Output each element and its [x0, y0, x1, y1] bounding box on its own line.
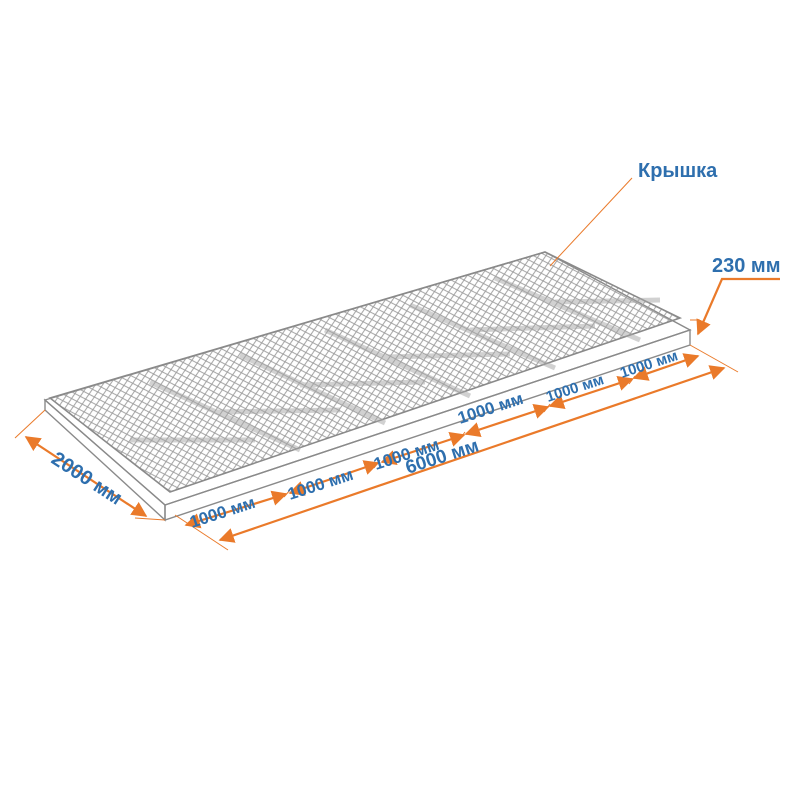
lid-leader: [549, 177, 633, 267]
section-label-6: 1000 мм: [618, 347, 680, 382]
section-dimension-line-3: [380, 432, 466, 465]
section-dimension-line-6: [632, 353, 700, 381]
length-dimension-line: [218, 365, 726, 543]
height-label: 230 мм: [712, 255, 781, 277]
section-dimension-line-5: [548, 376, 634, 409]
mattress-lid: [48, 251, 683, 493]
section-label-5: 1000 мм: [544, 371, 606, 406]
width-label: 2000 мм: [47, 448, 126, 510]
lid-label: Крышка: [638, 160, 718, 182]
dimension-lines: [24, 177, 780, 543]
section-dimension-line-2: [288, 460, 380, 496]
height-leader: [696, 277, 780, 336]
section-label-1: 1000 мм: [187, 493, 257, 532]
section-dimension-line-1: [184, 490, 288, 529]
width-dimension-line: [24, 436, 148, 517]
section-dimension-line-4: [464, 404, 550, 437]
